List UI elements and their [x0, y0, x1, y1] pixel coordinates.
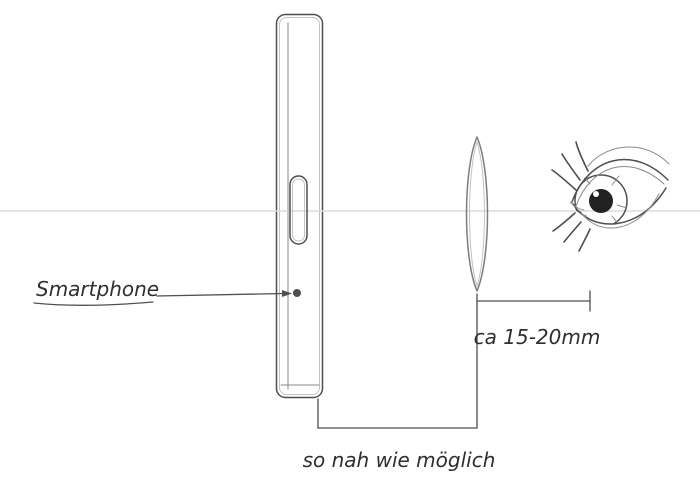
- eye-upper-lid-duplicate: [575, 166, 665, 207]
- phone-lens-distance-label: so nah wie möglich: [303, 448, 496, 472]
- eye-lash-lower: [552, 212, 576, 232]
- phone-body-outline: [275, 13, 324, 399]
- camera-dot: [293, 289, 301, 297]
- smartphone-pointer-line: [156, 292, 285, 297]
- eye-crease: [587, 146, 670, 167]
- eye-sketch: [551, 141, 670, 252]
- eye-lash-upper: [551, 169, 577, 191]
- eye-lash-lower: [578, 228, 591, 252]
- eye-lash-upper: [561, 153, 581, 181]
- eye-inner-corner: [569, 201, 585, 211]
- lens-sketch: [465, 136, 489, 292]
- iris-ray: [611, 175, 620, 186]
- smartphone-label-underline: [33, 301, 154, 306]
- smartphone-details: [289, 175, 308, 297]
- dimension-lens-to-eye: ca 15-20mm: [474, 290, 601, 429]
- eye-lower-lid: [572, 187, 667, 225]
- camera-button-oval-duplicate: [292, 178, 305, 242]
- smartphone-callout: Smartphone: [33, 277, 292, 306]
- camera-button-oval: [289, 175, 308, 245]
- eye-lash-lower: [563, 221, 582, 243]
- smartphone-label: Smartphone: [36, 277, 159, 301]
- lens-outline-duplicate: [469, 140, 485, 288]
- smartphone-sketch: [275, 13, 324, 399]
- lens-outline: [465, 136, 489, 292]
- eye-lash-upper: [575, 141, 589, 172]
- phone-body-sketch-duplicate: [279, 17, 320, 395]
- iris-ray: [616, 204, 628, 209]
- eye-highlight: [593, 191, 599, 197]
- eye-pupil: [589, 189, 613, 213]
- smartphone-pointer-arrowhead: [282, 290, 292, 297]
- lens-eye-distance-label: ca 15-20mm: [474, 325, 601, 349]
- eye-lower-lid-duplicate: [579, 193, 660, 229]
- dimension-phone-to-lens: so nah wie möglich: [303, 398, 496, 472]
- eye-upper-lid: [571, 158, 669, 203]
- eye-iris: [574, 174, 628, 225]
